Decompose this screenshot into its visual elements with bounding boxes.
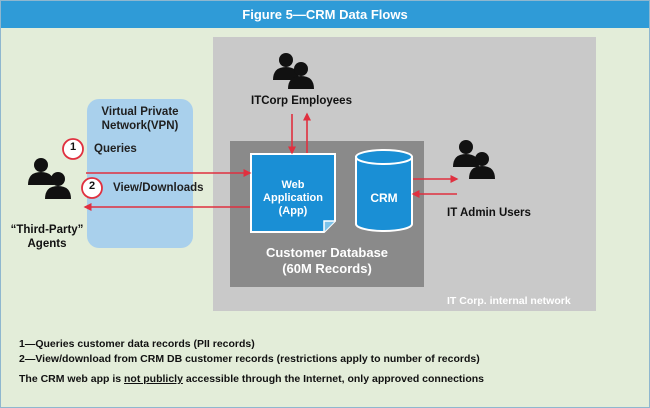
- step-2-number: 2: [88, 180, 96, 192]
- note-line-1: 1—Queries customer data records (PII rec…: [19, 338, 255, 350]
- note-line-2: 2—View/download from CRM DB customer rec…: [19, 353, 480, 365]
- database-label: Customer Database(60M Records): [265, 245, 389, 276]
- internal-network-label: IT Corp. internal network: [447, 295, 571, 307]
- admin-users-label: IT Admin Users: [447, 207, 531, 219]
- view-downloads-label: View/Downloads: [113, 182, 204, 194]
- agents-label: “Third-Party”Agents: [10, 224, 84, 250]
- footnotes: 1—Queries customer data records (PII rec…: [19, 337, 484, 387]
- figure-title: Figure 5—CRM Data Flows: [1, 1, 649, 28]
- note-line-3: The CRM web app is not publicly accessib…: [19, 373, 484, 385]
- step-1-number: 1: [69, 141, 77, 153]
- crm-label: CRM: [370, 191, 398, 205]
- flow-arrows: [83, 112, 459, 211]
- step-1-marker: [62, 138, 84, 160]
- database-cylinder-icon: [355, 149, 413, 232]
- step-2-marker: [81, 177, 103, 199]
- people-icon: [28, 158, 71, 199]
- employees-label: ITCorp Employees: [251, 95, 352, 107]
- queries-label: Queries: [94, 143, 137, 155]
